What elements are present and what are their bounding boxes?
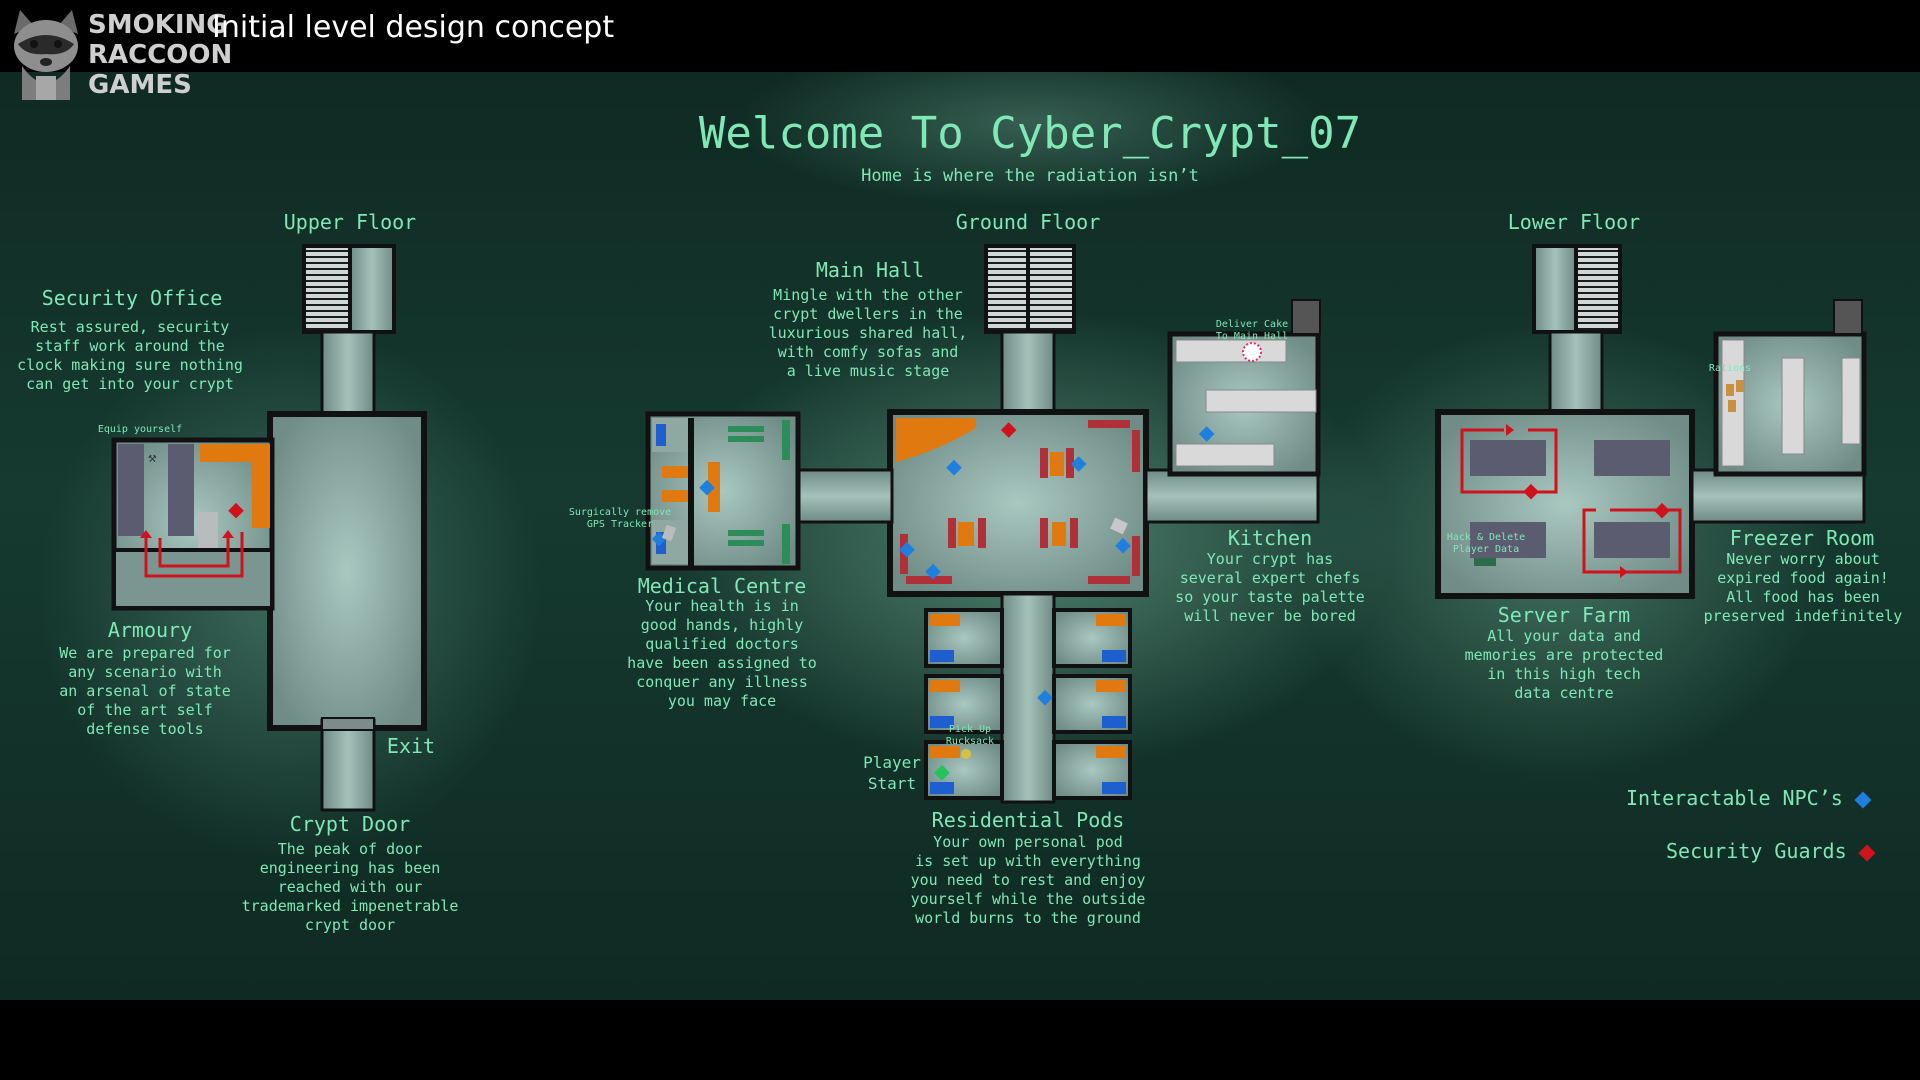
main-hall-desc: Mingle with the other crypt dwellers in … <box>768 286 968 380</box>
armoury-desc: We are prepared for any scenario with an… <box>59 644 231 738</box>
freezer-vent <box>1833 299 1863 335</box>
lower-corridor-top <box>1548 330 1604 418</box>
gun-icon: ⚒ <box>148 450 157 466</box>
player-start-annotation: Player Start <box>863 753 921 793</box>
armoury-crates <box>198 512 218 548</box>
weapon-rack-1 <box>118 444 144 536</box>
freezer-room-title: Freezer Room <box>1729 526 1875 550</box>
ground-stairwell-left <box>984 244 1030 334</box>
patrol-route-server-1 <box>1460 428 1558 494</box>
rucksack-icon <box>961 749 971 759</box>
guard-diamond-icon <box>1858 844 1876 861</box>
npc-marker-hall-1 <box>946 459 962 476</box>
music-stage <box>896 418 976 462</box>
upper-stairwell-left <box>302 244 352 334</box>
crypt-door-corridor <box>320 718 376 812</box>
medical-centre-desc: Your health is in good hands, highly qua… <box>627 597 817 710</box>
security-office-title: Security Office <box>41 286 223 310</box>
document-title: Initial level design concept <box>212 10 615 45</box>
brand-line-3: GAMES <box>88 70 192 100</box>
armoury-title: Armoury <box>107 618 193 642</box>
footer-bar <box>0 1000 1920 1080</box>
upper-stairwell-right <box>348 244 396 334</box>
kitchen-corridor <box>1144 468 1320 524</box>
guard-marker-server-1 <box>1523 483 1539 500</box>
patrol-route-armoury <box>144 532 244 578</box>
kitchen-desc: Your crypt has several expert chefs so y… <box>1175 550 1365 625</box>
brand-logotype: SMOKING RACCOON GAMES <box>88 10 232 100</box>
guard-marker-armoury <box>228 502 244 519</box>
crypt-door <box>321 717 375 731</box>
cake-annotation: Deliver Cake To Main Hall <box>1215 319 1289 342</box>
npc-marker-residential <box>1037 689 1053 706</box>
residential-pods-desc: Your own personal pod is set up with eve… <box>910 833 1146 927</box>
weapon-rack-2 <box>168 444 194 536</box>
lower-floor-label: Lower Floor <box>1507 210 1641 234</box>
header-bar <box>0 0 1920 72</box>
legend-npc: Interactable NPC’s <box>1626 786 1872 810</box>
ground-corridor-top <box>1000 330 1056 418</box>
exit-label: Exit <box>386 734 436 758</box>
hack-annotation: Hack & Delete Player Data <box>1446 532 1526 555</box>
player-start-marker <box>934 764 950 781</box>
server-farm-title: Server Farm <box>1497 603 1631 627</box>
npc-marker-medical-2 <box>651 531 667 547</box>
ground-floor-label: Ground Floor <box>955 210 1101 234</box>
rucksack-annotation: Pick Up Rucksack <box>945 724 995 747</box>
ground-floor-plan <box>645 244 1321 804</box>
legend-guards-label: Security Guards <box>1666 839 1847 863</box>
server-farm-room <box>1435 409 1695 599</box>
lower-stairwell-left <box>1532 244 1578 334</box>
security-office-hall <box>267 411 427 731</box>
equip-annotation: Equip yourself <box>97 424 183 435</box>
freezer-corridor <box>1690 468 1866 524</box>
raccoon-logo-icon <box>14 10 78 100</box>
npc-marker-hall-4 <box>925 563 941 580</box>
kitchen-vent <box>1291 299 1321 335</box>
page-title: Welcome To Cyber_Crypt_07 <box>698 108 1362 159</box>
legend-guards: Security Guards <box>1666 839 1876 863</box>
crypt-door-desc: The peak of door engineering has been re… <box>241 840 459 934</box>
gps-annotation: Surgically remove GPS Tracker <box>568 507 672 530</box>
ground-stairwell-right <box>1026 244 1076 334</box>
brand-line-2: RACCOON <box>88 40 233 70</box>
lower-floor-plan <box>1435 244 1867 599</box>
npc-marker-hall-5 <box>1115 537 1131 554</box>
npc-diamond-icon <box>1854 791 1872 808</box>
security-office-desc: Rest assured, security staff work around… <box>17 318 243 393</box>
kitchen-title: Kitchen <box>1227 526 1313 550</box>
server-farm-desc: All your data and memories are protected… <box>1464 627 1664 702</box>
main-hall-title: Main Hall <box>815 258 925 282</box>
rations-annotation: Rations <box>1708 363 1752 374</box>
page-subtitle: Home is where the radiation isn’t <box>861 166 1199 186</box>
crypt-door-title: Crypt Door <box>289 812 411 836</box>
armoury-room-lower <box>112 548 274 610</box>
medical-corridor <box>796 468 894 524</box>
cake-icon <box>1242 342 1262 362</box>
medical-centre-title: Medical Centre <box>637 574 807 598</box>
armoury-counter <box>200 444 270 528</box>
legend-npc-label: Interactable NPC’s <box>1626 786 1843 810</box>
residential-pods-title: Residential Pods <box>931 808 1125 832</box>
upper-floor-plan: ⚒ <box>111 244 427 812</box>
guard-marker-server-2 <box>1654 502 1670 519</box>
upper-floor-label: Upper Floor <box>283 210 417 234</box>
npc-marker-medical <box>699 479 715 496</box>
npc-marker-hall-3 <box>899 541 915 558</box>
lower-stairwell-right <box>1574 244 1622 334</box>
brand-line-1: SMOKING <box>88 10 228 40</box>
upper-corridor-top <box>320 330 376 420</box>
freezer-room-desc: Never worry about expired food again! Al… <box>1703 550 1903 625</box>
